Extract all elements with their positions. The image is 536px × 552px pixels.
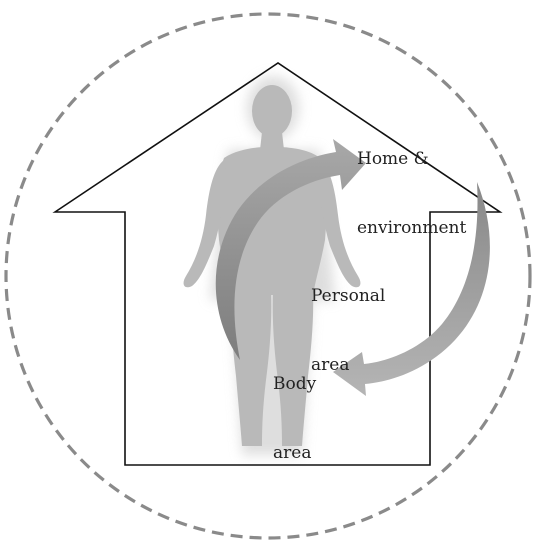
personal-label-line1: Personal xyxy=(311,285,385,308)
personal-area-label: Personal area xyxy=(311,239,385,423)
body-area-label: Body area xyxy=(273,327,316,511)
personal-label-line2: area xyxy=(311,354,385,377)
home-label-line2: environment xyxy=(357,217,466,240)
body-label-line1: Body xyxy=(273,373,316,396)
home-label-line1: Home & xyxy=(357,148,466,171)
body-label-line2: area xyxy=(273,442,316,465)
